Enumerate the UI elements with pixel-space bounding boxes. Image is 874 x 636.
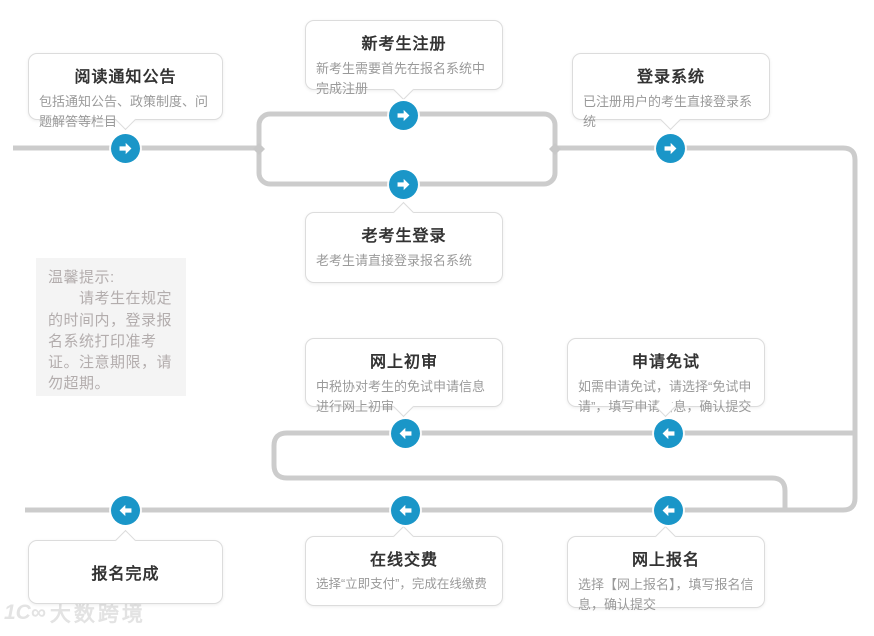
arrow-right-icon xyxy=(655,133,685,163)
box-desc: 老考生请直接登录报名系统 xyxy=(316,253,473,268)
exemption-branch-line xyxy=(271,430,855,508)
box-title: 登录系统 xyxy=(636,69,705,86)
connector-diamond-right xyxy=(549,143,561,155)
warm-tip-title: 温馨提示: xyxy=(48,269,115,286)
arrow-right-icon xyxy=(110,133,140,163)
arrow-left-icon xyxy=(390,418,420,448)
box-title: 网上初审 xyxy=(369,354,438,371)
arrow-right-icon xyxy=(388,100,418,130)
flow-box-read-notice: 阅读通知公告 包括通知公告、政策制度、问题解答等栏目 xyxy=(28,53,223,131)
box-desc: 选择【网上报名】，填写报名信息，确认提交 xyxy=(578,577,754,612)
flow-box-online-review: 网上初审 中税协对考生的免试申请信息进行网上初审 xyxy=(305,338,503,418)
arrow-right-icon xyxy=(388,169,418,199)
watermark-text: 大数跨境 xyxy=(49,603,146,626)
box-desc: 包括通知公告、政策制度、问题解答等栏目 xyxy=(39,94,209,129)
box-desc: 选择“立即支付”，完成在线缴费 xyxy=(316,577,487,591)
flow-box-apply-exemption: 申请免试 如需申请免试，请选择“免试申请”，填写申请信息，确认提交 xyxy=(567,338,765,418)
box-title: 阅读通知公告 xyxy=(74,69,177,86)
box-title: 申请免试 xyxy=(631,354,700,371)
arrow-left-icon xyxy=(653,418,683,448)
connector-diamond-left xyxy=(253,143,265,155)
arrow-left-icon xyxy=(653,495,683,525)
flow-box-online-payment: 在线交费 选择“立即支付”，完成在线缴费 xyxy=(305,525,503,606)
main-serpentine-line xyxy=(25,145,858,513)
flow-box-login-system: 登录系统 已注册用户的考生直接登录系统 xyxy=(572,53,770,131)
watermark-logo: 1C∞ xyxy=(4,601,46,624)
flow-box-online-register: 网上报名 选择【网上报名】，填写报名信息，确认提交 xyxy=(567,525,765,612)
watermark: 1C∞ 大数跨境 xyxy=(4,598,146,628)
arrow-left-icon xyxy=(390,495,420,525)
flow-box-register-done: 报名完成 xyxy=(28,529,223,604)
box-title: 老考生登录 xyxy=(361,228,447,245)
warm-tip-body: 请考生在规定的时间内，登录报名系统打印准考证。注意期限，请勿超期。 xyxy=(48,290,173,393)
flow-box-new-register: 新考生注册 新考生需要首先在报名系统中完成注册 xyxy=(305,20,503,101)
box-title: 报名完成 xyxy=(91,566,160,583)
warm-tip-note: 温馨提示: 请考生在规定的时间内，登录报名系统打印准考证。注意期限，请勿超期。 xyxy=(36,258,186,396)
box-desc: 中税协对考生的免试申请信息进行网上初审 xyxy=(316,379,486,414)
box-desc: 新考生需要首先在报名系统中完成注册 xyxy=(316,61,486,96)
box-title: 网上报名 xyxy=(631,552,700,569)
flow-box-old-login: 老考生登录 老考生请直接登录报名系统 xyxy=(305,201,503,283)
box-desc: 已注册用户的考生直接登录系统 xyxy=(583,94,753,129)
box-title: 在线交费 xyxy=(369,552,438,569)
arrow-left-icon xyxy=(110,495,140,525)
box-title: 新考生注册 xyxy=(361,36,447,53)
